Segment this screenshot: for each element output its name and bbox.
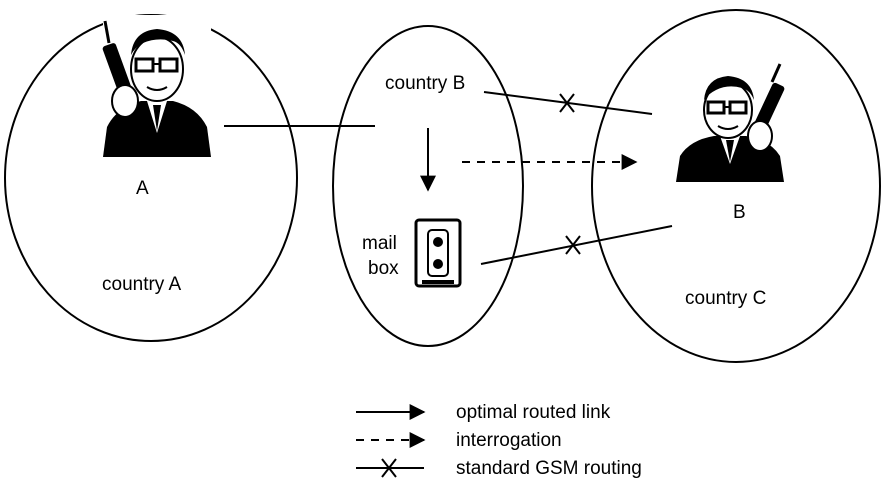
cassette-tape-icon [414,218,462,288]
legend-optimal-label: optimal routed link [456,402,611,423]
standard-routing-top-cross [559,93,575,113]
mailbox-label-line1: mail [362,233,397,254]
country-b-region [332,25,524,347]
legend-standard-label: standard GSM routing [456,458,642,479]
caller-label: A [136,178,149,199]
country-c-region [591,9,881,363]
country-b-label: country B [385,73,465,94]
mailbox-label-line2: box [368,258,399,279]
caller-icon [102,15,211,157]
standard-routing-bottom [480,225,673,265]
legend: optimal routed link interrogation standa… [356,402,642,479]
callee-icon [676,63,785,182]
standard-routing-bottom-cross [565,235,581,255]
callee-label: B [733,202,746,223]
legend-interrogation-label: interrogation [456,430,562,451]
country-c-label: country C [685,288,766,309]
country-a-label: country A [102,274,182,295]
